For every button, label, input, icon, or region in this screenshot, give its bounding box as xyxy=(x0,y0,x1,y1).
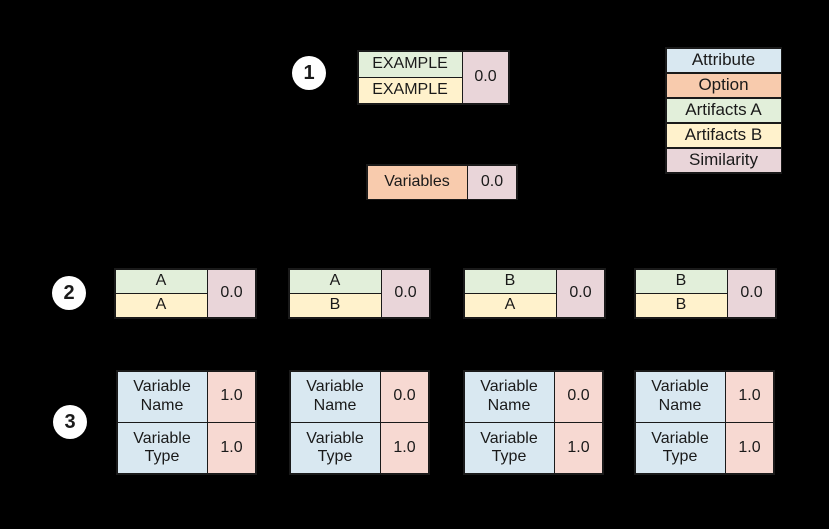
attribute-score-table-1: Variable Name 1.0 Variable Type 1.0 xyxy=(116,370,257,475)
pair-artifact-a-cell: A xyxy=(289,269,381,293)
attribute-name-score-cell: 0.0 xyxy=(555,371,602,422)
legend-item-option: Option xyxy=(666,73,781,97)
attribute-name-score-cell: 0.0 xyxy=(381,371,428,422)
legend-item-artifacts-b: Artifacts B xyxy=(666,123,781,147)
attribute-type-score-cell: 1.0 xyxy=(726,423,773,473)
pair-artifact-b-cell: A xyxy=(115,294,207,317)
pair-artifact-b-cell: B xyxy=(289,294,381,317)
pair-artifact-b-cell: A xyxy=(464,294,556,317)
pair-artifact-a-cell: A xyxy=(115,269,207,293)
attribute-score-table-2: Variable Name 0.0 Variable Type 1.0 xyxy=(289,370,430,475)
pair-table-ba: B 0.0 A xyxy=(463,268,606,319)
attribute-name-score-cell: 1.0 xyxy=(726,371,773,422)
attribute-name-cell: Variable Name xyxy=(290,371,380,422)
attribute-name-cell: Variable Name xyxy=(117,371,207,422)
step-2-badge: 2 xyxy=(52,276,86,310)
example-artifact-a-cell: EXAMPLE xyxy=(358,51,462,77)
example-artifact-b-cell: EXAMPLE xyxy=(358,78,462,103)
example-similarity-cell: 0.0 xyxy=(463,51,508,103)
pair-artifact-b-cell: B xyxy=(635,294,727,317)
pair-similarity-cell: 0.0 xyxy=(382,269,429,317)
attribute-type-cell: Variable Type xyxy=(117,423,207,473)
example-pair-table: EXAMPLE 0.0 EXAMPLE xyxy=(357,50,510,105)
pair-table-bb: B 0.0 B xyxy=(634,268,777,319)
attribute-score-table-4: Variable Name 1.0 Variable Type 1.0 xyxy=(634,370,775,475)
attribute-type-cell: Variable Type xyxy=(635,423,725,473)
attribute-type-score-cell: 1.0 xyxy=(381,423,428,473)
pair-artifact-a-cell: B xyxy=(464,269,556,293)
variables-similarity-cell: 0.0 xyxy=(468,165,516,199)
attribute-type-score-cell: 1.0 xyxy=(208,423,255,473)
attribute-type-cell: Variable Type xyxy=(464,423,554,473)
attribute-name-cell: Variable Name xyxy=(635,371,725,422)
variables-option-cell: Variables xyxy=(367,165,467,199)
legend: Attribute Option Artifacts A Artifacts B… xyxy=(665,47,782,174)
legend-item-similarity: Similarity xyxy=(666,148,781,172)
legend-item-attribute: Attribute xyxy=(666,48,781,72)
variables-option-table: Variables 0.0 xyxy=(366,164,518,200)
attribute-name-cell: Variable Name xyxy=(464,371,554,422)
pair-similarity-cell: 0.0 xyxy=(557,269,604,317)
legend-item-artifacts-a: Artifacts A xyxy=(666,98,781,122)
pair-similarity-cell: 0.0 xyxy=(208,269,255,317)
step-3-badge: 3 xyxy=(53,405,87,439)
attribute-name-score-cell: 1.0 xyxy=(208,371,255,422)
pair-table-ab: A 0.0 B xyxy=(288,268,431,319)
step-1-badge: 1 xyxy=(292,56,326,90)
pair-artifact-a-cell: B xyxy=(635,269,727,293)
pair-table-aa: A 0.0 A xyxy=(114,268,257,319)
pair-similarity-cell: 0.0 xyxy=(728,269,775,317)
attribute-type-cell: Variable Type xyxy=(290,423,380,473)
attribute-score-table-3: Variable Name 0.0 Variable Type 1.0 xyxy=(463,370,604,475)
attribute-type-score-cell: 1.0 xyxy=(555,423,602,473)
